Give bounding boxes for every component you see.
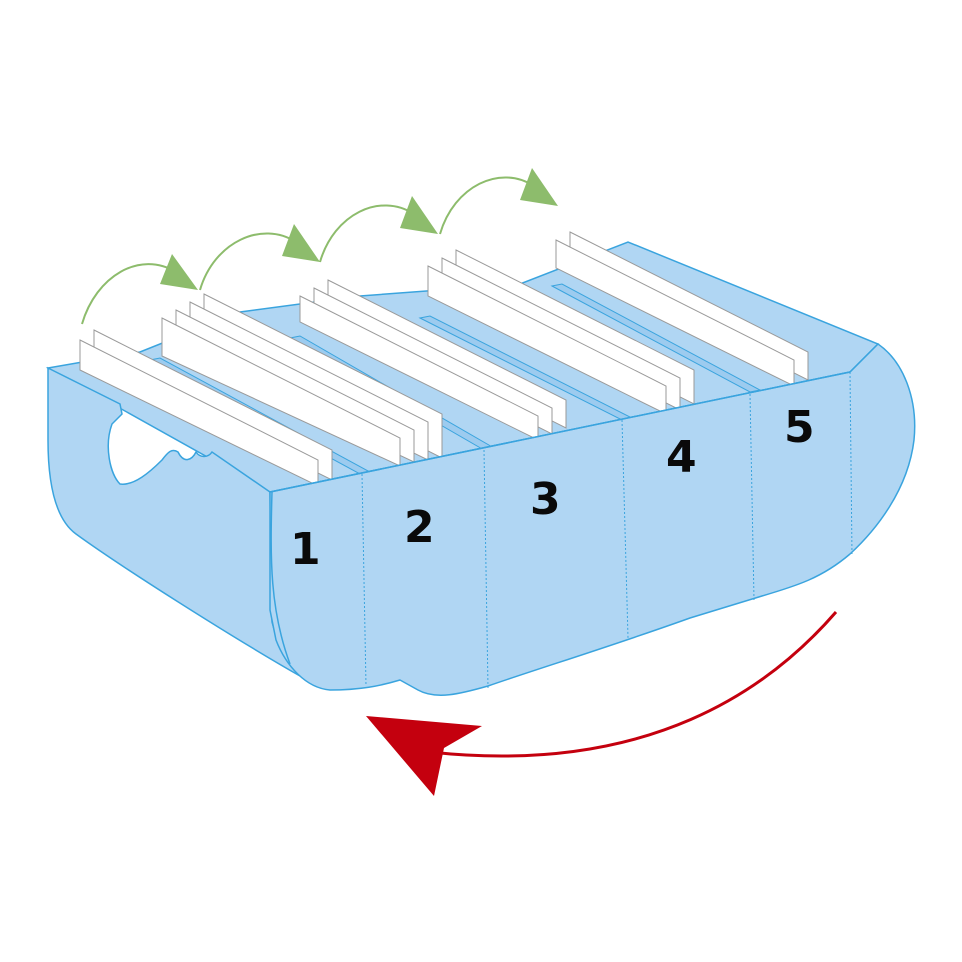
compartment-label-1: 1 xyxy=(290,524,321,575)
card-group-4 xyxy=(427,249,695,415)
card-group-3 xyxy=(299,279,567,441)
red-curved-arrow-icon xyxy=(366,611,838,796)
box-front-corner-edge xyxy=(270,491,291,665)
box-front-face xyxy=(269,343,916,696)
compartment-label-3: 3 xyxy=(530,474,561,525)
compartment-label-4: 4 xyxy=(666,432,697,483)
compartment-label-2: 2 xyxy=(404,502,435,553)
box-front-rim xyxy=(269,371,851,493)
front-section-seams xyxy=(361,371,853,689)
card-group-2 xyxy=(161,293,443,467)
green-curved-arrow-icon xyxy=(81,168,558,325)
box-left-wall xyxy=(47,366,301,677)
compartment-label-5: 5 xyxy=(784,402,815,453)
